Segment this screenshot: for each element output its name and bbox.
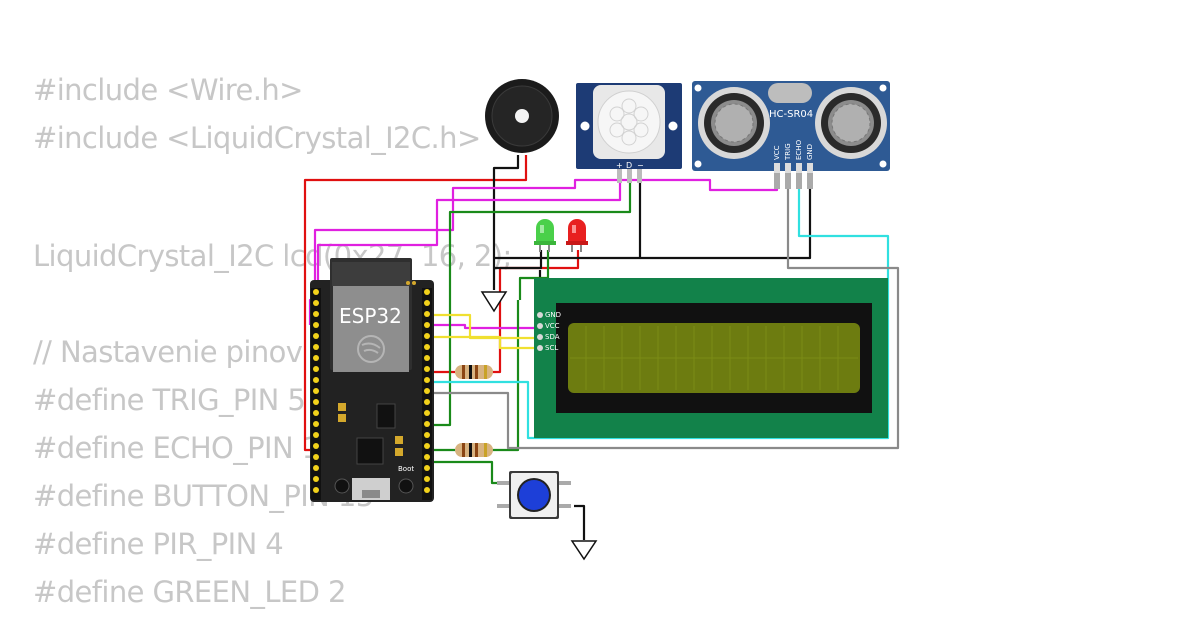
esp32-pin[interactable] bbox=[424, 476, 430, 482]
code-line: #define PIR_PIN 4 bbox=[33, 527, 284, 561]
esp32-pin[interactable] bbox=[313, 487, 319, 493]
hcsr04-pin-label: VCC bbox=[773, 145, 781, 160]
wire-black-hcsr04[interactable] bbox=[640, 170, 812, 260]
esp32-pin[interactable] bbox=[313, 421, 319, 427]
esp32-pin[interactable] bbox=[424, 311, 430, 317]
wire-black-button[interactable] bbox=[574, 504, 586, 540]
esp32-pin[interactable] bbox=[313, 289, 319, 295]
esp32-boot-label: Boot bbox=[398, 465, 414, 473]
esp32-pin[interactable] bbox=[313, 432, 319, 438]
esp32-pin[interactable] bbox=[424, 333, 430, 339]
lcd-pin-label: GND bbox=[545, 311, 561, 319]
code-line: #define BUTTON_PIN 15 bbox=[33, 479, 374, 513]
esp32-pin[interactable] bbox=[313, 465, 319, 471]
esp32-pin[interactable] bbox=[313, 388, 319, 394]
lcd-pin-label: SDA bbox=[545, 333, 560, 341]
code-line: #define GREEN_LED 2 bbox=[33, 575, 346, 609]
led-red[interactable] bbox=[566, 219, 588, 252]
resistor[interactable] bbox=[455, 365, 493, 379]
esp32-pin[interactable] bbox=[424, 465, 430, 471]
wire-magenta-hcsr04-vcc[interactable] bbox=[313, 170, 779, 290]
wire-magenta-esp-lcd[interactable] bbox=[426, 323, 540, 330]
esp32-pin[interactable] bbox=[313, 476, 319, 482]
esp32-pin[interactable] bbox=[424, 300, 430, 306]
esp32-pin[interactable] bbox=[424, 443, 430, 449]
esp32-pin[interactable] bbox=[313, 443, 319, 449]
esp32-pin[interactable] bbox=[424, 410, 430, 416]
led-green[interactable] bbox=[534, 219, 556, 252]
resistor[interactable] bbox=[455, 443, 493, 457]
wire-gray-trig[interactable] bbox=[426, 170, 900, 450]
hcsr04-label: HC-SR04 bbox=[769, 109, 813, 120]
wire-green-pir-d[interactable] bbox=[426, 170, 632, 427]
esp32-pin[interactable] bbox=[424, 289, 430, 295]
esp32-pin[interactable] bbox=[313, 454, 319, 460]
esp32-pin[interactable] bbox=[424, 355, 430, 361]
hcsr04-pin-label: TRIG bbox=[784, 143, 792, 161]
code-line: // Nastavenie pinov bbox=[33, 335, 303, 369]
hcsr04-pin-label: GND bbox=[806, 144, 814, 160]
pir-sensor[interactable]: + D − bbox=[576, 83, 682, 183]
esp32-pins bbox=[313, 289, 430, 493]
esp32-pin[interactable] bbox=[424, 388, 430, 394]
esp32-pin[interactable] bbox=[424, 377, 430, 383]
wire-red-buzzer[interactable] bbox=[303, 155, 528, 452]
esp32-label: ESP32 bbox=[339, 304, 402, 328]
pir-pin-label: − bbox=[637, 161, 644, 170]
esp32-pin[interactable] bbox=[424, 432, 430, 438]
esp32-pin[interactable] bbox=[313, 344, 319, 350]
lcd-pin-label: SCL bbox=[545, 344, 558, 352]
lcd-pin-header: GND VCC SDA SCL bbox=[537, 311, 561, 352]
esp32-pin[interactable] bbox=[313, 355, 319, 361]
code-line: #include <Wire.h> bbox=[33, 73, 303, 107]
lcd-display[interactable]: GND VCC SDA SCL bbox=[534, 278, 888, 438]
wires bbox=[303, 155, 900, 540]
esp32-pin[interactable] bbox=[313, 377, 319, 383]
esp32-pin[interactable] bbox=[424, 399, 430, 405]
wire-green-button[interactable] bbox=[426, 460, 506, 485]
esp32-pin[interactable] bbox=[313, 311, 319, 317]
esp32-pin[interactable] bbox=[424, 487, 430, 493]
esp32-pin[interactable] bbox=[424, 421, 430, 427]
lcd-pin-label: VCC bbox=[545, 322, 560, 330]
pir-pin-label: D bbox=[626, 161, 632, 170]
esp32-pin[interactable] bbox=[313, 322, 319, 328]
esp32-pin[interactable] bbox=[424, 344, 430, 350]
esp32-pin[interactable] bbox=[424, 322, 430, 328]
hcsr04-pin-label: ECHO bbox=[795, 139, 803, 160]
push-button[interactable] bbox=[497, 471, 571, 519]
ultrasonic-sensor-hcsr04[interactable]: HC-SR04 VCC TRIG ECHO GND bbox=[692, 81, 890, 189]
esp32-pin[interactable] bbox=[424, 366, 430, 372]
wire-magenta-pir-vcc[interactable] bbox=[316, 170, 622, 300]
esp32-pin[interactable] bbox=[313, 410, 319, 416]
esp32-pin[interactable] bbox=[313, 300, 319, 306]
wire-green-led-resistor[interactable] bbox=[492, 300, 520, 452]
esp32-pin[interactable] bbox=[424, 454, 430, 460]
ground-symbol bbox=[570, 540, 598, 561]
code-line: #include <LiquidCrystal_I2C.h> bbox=[33, 121, 481, 155]
ground-symbol bbox=[480, 291, 508, 313]
pir-pin-label: + bbox=[616, 161, 623, 170]
wire-yellow-scl[interactable] bbox=[426, 335, 540, 350]
wire-yellow-sda[interactable] bbox=[426, 313, 540, 340]
wire-black-buzzer[interactable] bbox=[492, 155, 520, 290]
lcd-char-grid bbox=[570, 326, 858, 390]
esp32-pin[interactable] bbox=[313, 366, 319, 372]
esp32-board[interactable]: ESP32 Boot bbox=[310, 258, 434, 502]
esp32-pin[interactable] bbox=[313, 333, 319, 339]
code-line: #define TRIG_PIN 5 bbox=[33, 383, 306, 417]
buzzer[interactable] bbox=[485, 79, 559, 153]
wire-black-leds[interactable] bbox=[494, 250, 543, 270]
esp32-pin[interactable] bbox=[313, 399, 319, 405]
